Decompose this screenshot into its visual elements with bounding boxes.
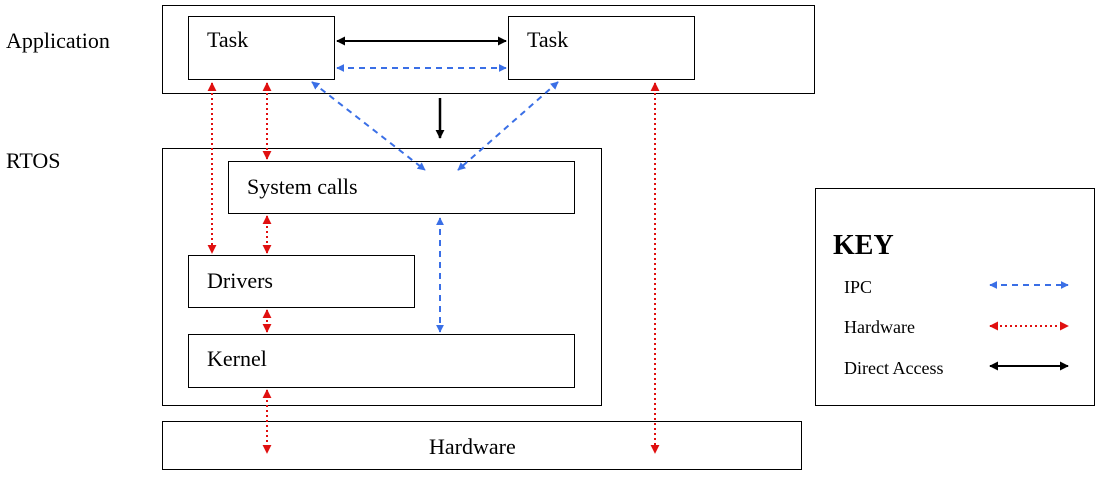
task-right-label: Task bbox=[527, 27, 569, 52]
kernel-box: Kernel bbox=[188, 334, 575, 388]
key-direct-access-label: Direct Access bbox=[844, 358, 944, 378]
task-left-box: Task bbox=[188, 16, 335, 80]
application-layer-label: Application bbox=[6, 28, 110, 53]
drivers-box: Drivers bbox=[188, 255, 415, 308]
key-ipc-label: IPC bbox=[844, 277, 873, 297]
task-left-label: Task bbox=[207, 27, 249, 52]
drivers-label: Drivers bbox=[207, 268, 273, 293]
task-right-box: Task bbox=[508, 16, 695, 80]
system-calls-label: System calls bbox=[247, 174, 358, 199]
kernel-label: Kernel bbox=[207, 346, 267, 371]
rtos-layer-label: RTOS bbox=[6, 148, 61, 173]
task-right-to-syscalls-ipc-arrow bbox=[457, 81, 559, 171]
key-hardware-label: Hardware bbox=[844, 317, 915, 337]
hardware-label: Hardware bbox=[429, 434, 516, 459]
key-title: KEY bbox=[833, 230, 894, 261]
task-left-to-syscalls-ipc-arrow bbox=[311, 81, 426, 171]
